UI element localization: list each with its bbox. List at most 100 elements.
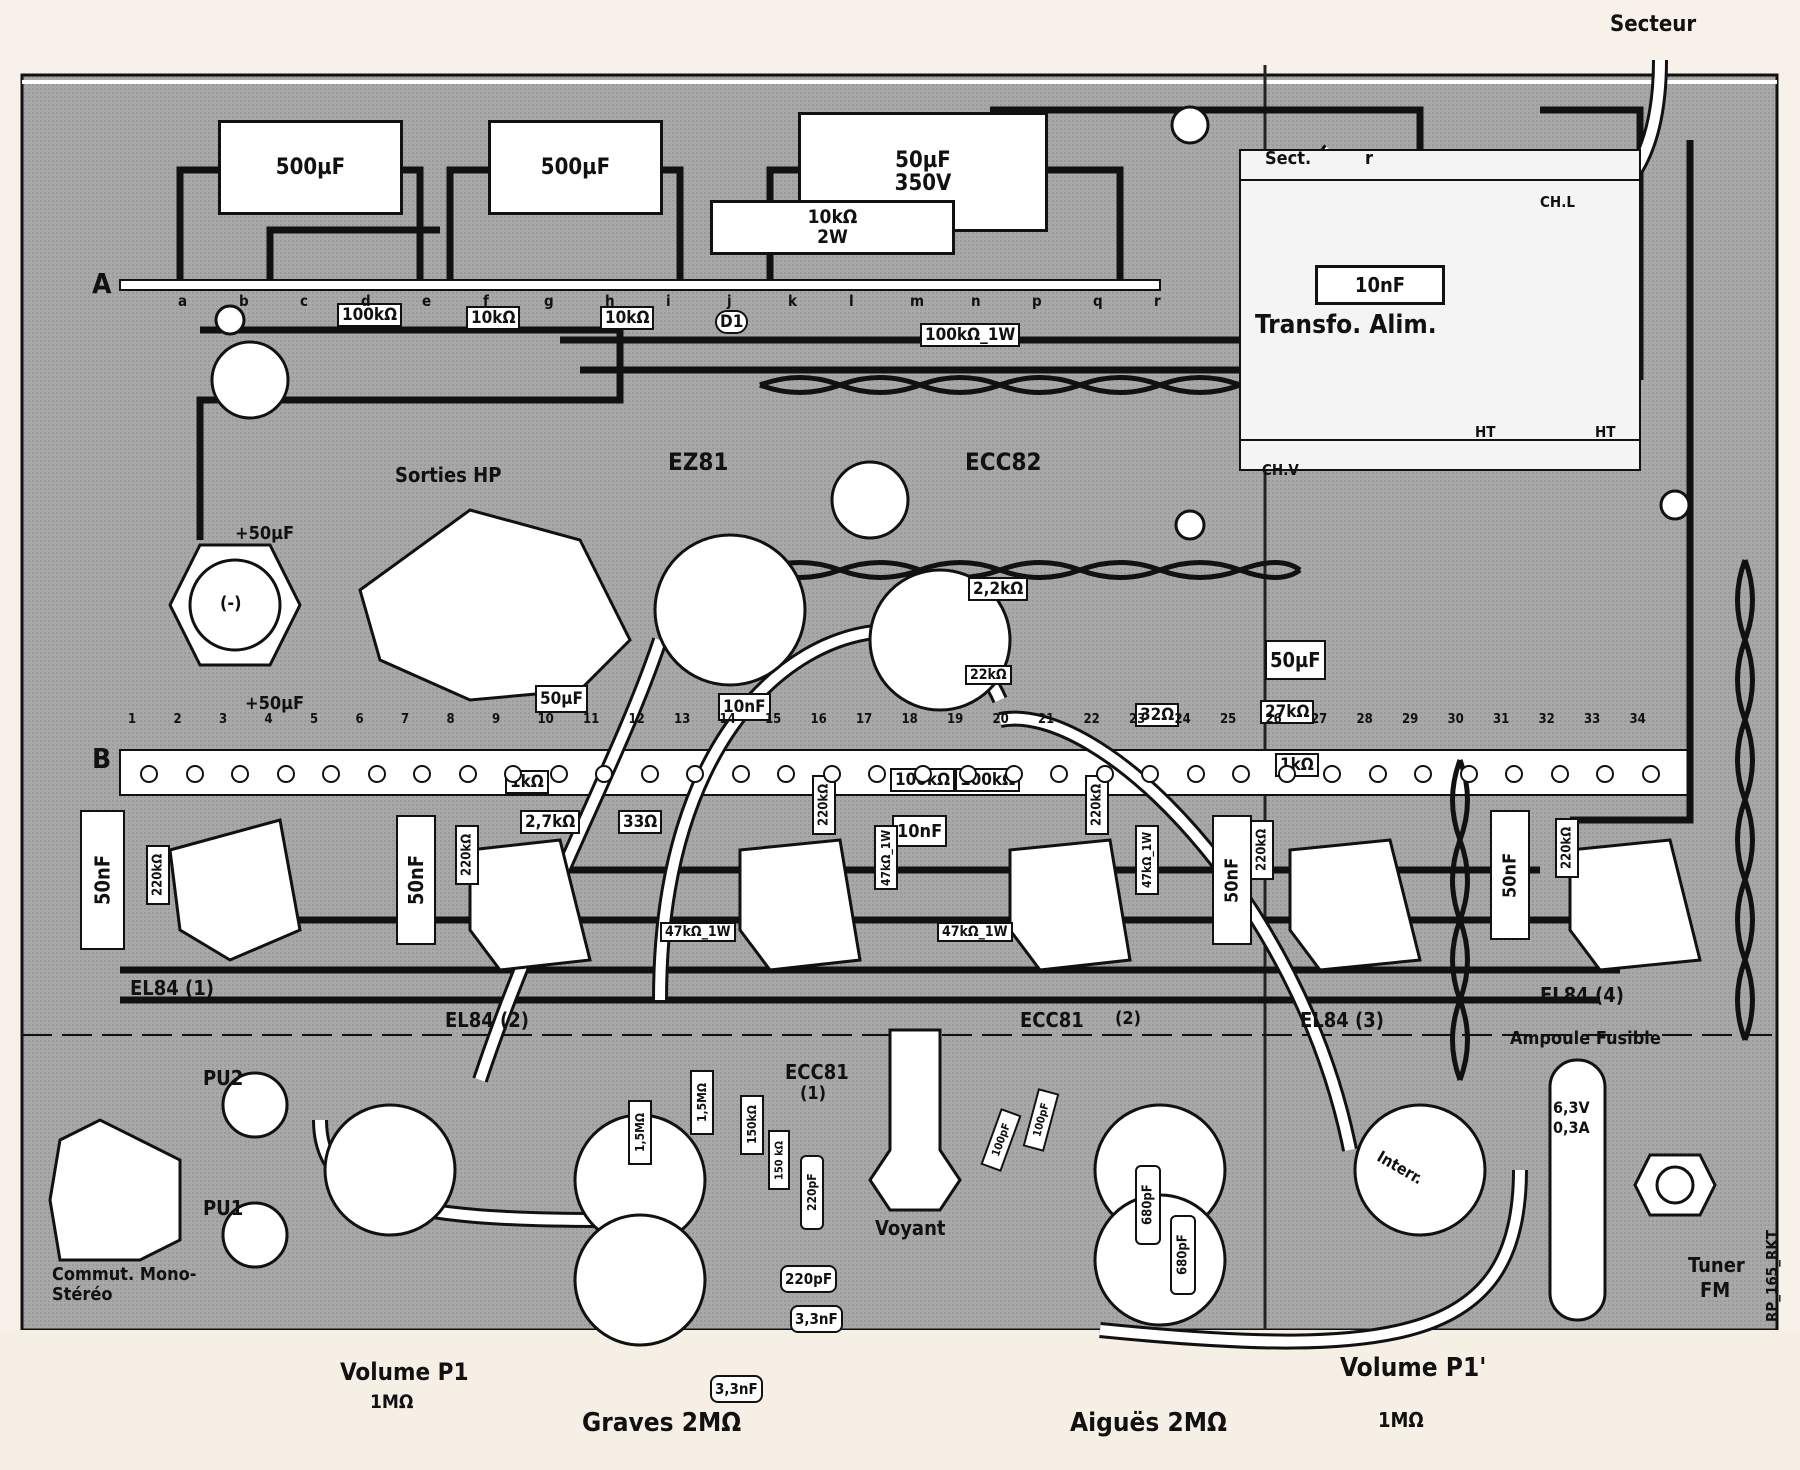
- tube-el84-2-label: EL84 (2): [445, 1008, 530, 1032]
- strip-b-hole: [1186, 765, 1205, 783]
- res-rating: 2W: [817, 225, 848, 248]
- strip-b-hole: [549, 765, 568, 783]
- resistor-220k-5: 220kΩ: [1250, 820, 1274, 880]
- capacitor-50nf-4: 50nF: [1490, 810, 1530, 940]
- strip-b-hole: [185, 765, 204, 783]
- strip-b-hole: [458, 765, 477, 783]
- strip-b-hole: [1277, 765, 1296, 783]
- transformer-r: r: [1365, 148, 1373, 169]
- strip-a-lug: e: [422, 292, 432, 310]
- resistor-22k: 22kΩ: [965, 665, 1012, 685]
- el84-2-socket: [468, 838, 592, 972]
- resistor-1-5m-b: 1,5MΩ: [690, 1070, 714, 1135]
- volume-p1b-pot: [1353, 1103, 1487, 1237]
- strip-b-lug: 12: [628, 712, 645, 727]
- reference-code: RP_165_RKT: [1763, 1230, 1781, 1322]
- pu1-label: PU1: [203, 1196, 244, 1220]
- strip-a-lug: k: [788, 292, 797, 310]
- mains-label: Secteur: [1610, 12, 1697, 37]
- ez81-socket: [653, 533, 807, 687]
- power-transformer: [1239, 149, 1641, 471]
- tube-el84-1-label: EL84 (1): [130, 976, 215, 1000]
- aigues-label: Aiguës 2MΩ: [1070, 1408, 1227, 1438]
- resistor-220k-2: 220kΩ: [455, 825, 479, 885]
- el84-3-socket: [1288, 838, 1422, 972]
- strip-b-lug: 25: [1220, 712, 1237, 727]
- strip-b-hole: [777, 765, 795, 783]
- resistor-33ohm: 33Ω: [618, 810, 663, 834]
- resistor-10k-hi: 10kΩ: [600, 306, 655, 330]
- strip-b-lug: 22: [1083, 712, 1100, 727]
- strip-b-hole: [1596, 765, 1614, 783]
- cap-value: 50µF: [895, 147, 951, 173]
- tube-ecc81-1-sub: (1): [800, 1083, 827, 1104]
- strip-b-lug: 7: [401, 712, 410, 727]
- resistor-2-7k: 2,7kΩ: [520, 810, 581, 834]
- mono-stereo-switch: [48, 1118, 182, 1262]
- strip-a-lug: q: [1093, 292, 1103, 310]
- strip-b-hole: [1459, 765, 1478, 783]
- strip-b-hole: [1004, 765, 1023, 783]
- strip-a-lug: a: [178, 292, 188, 310]
- volume-p1b-value: 1MΩ: [1378, 1408, 1424, 1432]
- strip-b-hole: [1095, 765, 1114, 783]
- strip-b-hole: [1505, 765, 1523, 783]
- resistor-220k-6: 220kΩ: [1555, 818, 1579, 878]
- electrolytic-center: (-): [220, 593, 242, 614]
- capacitor-680pf-a: 680pF: [1135, 1165, 1161, 1245]
- capacitor-50uf-b: 50µF: [1265, 640, 1326, 680]
- strip-b-hole: [1414, 765, 1432, 783]
- strip-b-hole: [731, 765, 750, 783]
- strip-b-hole: [1641, 765, 1660, 783]
- ecc81-2-socket: [1008, 838, 1132, 972]
- strip-b-lug: 24: [1174, 712, 1191, 727]
- el84-4-socket: [1568, 838, 1702, 972]
- strip-b-lug: 27: [1311, 712, 1328, 727]
- strip-b-lug: 26: [1265, 712, 1282, 727]
- strip-b-lug: 31: [1493, 712, 1510, 727]
- strip-b-lug: 1: [128, 712, 137, 727]
- strip-b-lug: 34: [1629, 712, 1646, 727]
- transformer-ht1: HT: [1475, 423, 1496, 441]
- strip-b-lug: 23: [1129, 712, 1146, 727]
- strip-b-hole: [1368, 765, 1387, 783]
- resistor-220k-1: 220kΩ: [146, 845, 170, 905]
- resistor-1-5m-a: 1,5MΩ: [628, 1100, 652, 1165]
- transformer-chv: CH.V: [1262, 461, 1299, 479]
- transformer-ht2: HT: [1595, 423, 1616, 441]
- fuse-lamp: [1548, 1058, 1607, 1322]
- strip-b-hole: [595, 765, 613, 783]
- res-value: 10kΩ: [807, 205, 858, 228]
- strip-b-hole: [640, 765, 659, 783]
- strip-b-lug: 3: [219, 712, 228, 727]
- strip-b-hole: [1232, 765, 1250, 783]
- resistor-47k-1w-b: 47kΩ_1W: [874, 825, 898, 890]
- grommet: [1170, 105, 1210, 145]
- resistor-220k-3: 220kΩ: [812, 775, 836, 835]
- capacitor-220pf-b: 220pF: [780, 1265, 838, 1293]
- transformer-10nf: 10nF: [1315, 265, 1445, 305]
- strip-b-hole: [367, 765, 386, 783]
- tube-ecc81-2-sub: (2): [1115, 1008, 1142, 1029]
- strip-b-lug: 10: [537, 712, 554, 727]
- strip-a-lug: j: [727, 292, 732, 310]
- strip-b-label: B: [92, 742, 112, 775]
- capacitor-3-3nf-b: 3,3nF: [710, 1375, 763, 1403]
- capacitor-10nf-a: 10nF: [718, 693, 771, 721]
- capacitor-3-3nf-a: 3,3nF: [790, 1305, 843, 1333]
- voyant-lamp: [868, 1028, 962, 1212]
- strip-b-hole: [1141, 765, 1159, 783]
- strip-b-lug: 19: [947, 712, 964, 727]
- ecc82-plug: [830, 460, 910, 540]
- resistor-150k-b: 150 kΩ: [768, 1130, 790, 1190]
- resistor-220k-4: 220kΩ: [1085, 775, 1109, 835]
- graves-pot-b: [573, 1213, 707, 1347]
- diode-d1: D1: [715, 310, 749, 334]
- strip-a-lug: r: [1154, 292, 1161, 310]
- el84-1-socket: [168, 818, 302, 962]
- transformer-chl: CH.L: [1540, 193, 1575, 211]
- capacitor-500uf-1: 500µF: [218, 120, 403, 215]
